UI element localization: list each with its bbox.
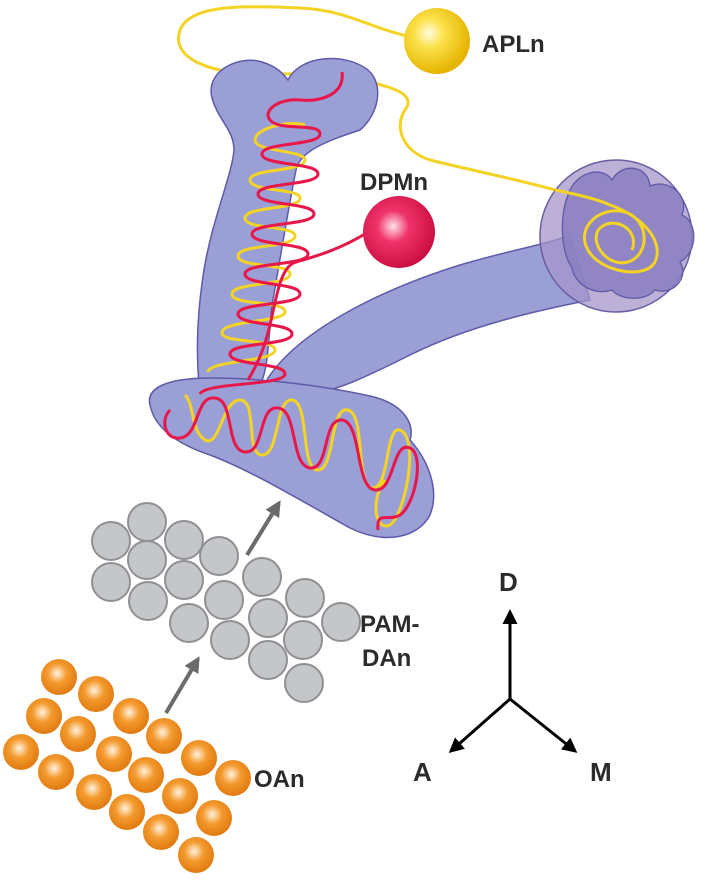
oan-cluster [3, 659, 251, 873]
pam-dan-label-line1: PAM- [360, 611, 420, 638]
dpm-stem [246, 230, 369, 381]
pam-dan-cluster [91, 502, 361, 703]
apln-label: APLn [482, 31, 545, 58]
anterior-label: A [413, 757, 432, 787]
pam-dan-label-line2: DAn [362, 645, 411, 672]
dpm-soma [363, 196, 435, 268]
dpm-coil-horizontal [163, 396, 419, 531]
medial-peduncle [266, 234, 591, 396]
apl-coil-vertical [206, 122, 307, 373]
pam-to-lobe-arrow [245, 500, 281, 557]
medial-label: M [590, 757, 612, 787]
apl-neurite-top [177, 5, 556, 192]
dorsal-label: D [499, 567, 518, 597]
apl-soma [404, 8, 470, 74]
horizontal-lobe [148, 377, 435, 539]
orientation-axes [448, 609, 578, 753]
medial-axis-arrow [509, 697, 578, 753]
apl-coil-calyx [554, 188, 659, 274]
oan-label: OAn [254, 766, 305, 793]
oan-to-pam-arrow [164, 656, 200, 715]
anterior-axis-arrow [448, 697, 511, 753]
dpmn-label: DPMn [360, 169, 428, 196]
